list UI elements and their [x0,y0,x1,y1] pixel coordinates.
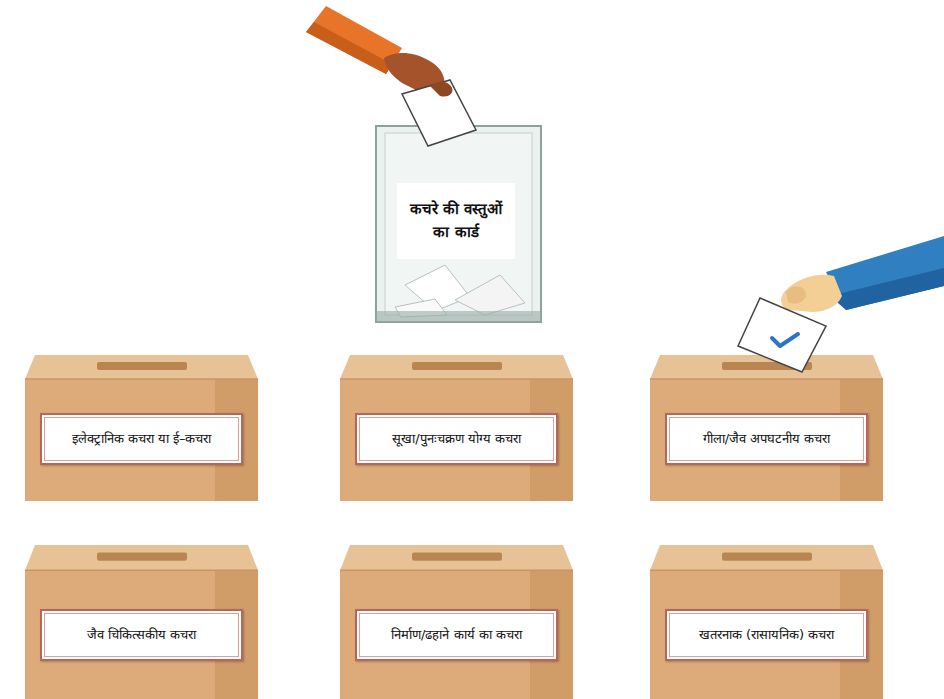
box-edge [650,378,883,380]
bin-box-node: गीला/जैव अपघटनीय कचरा [650,355,883,501]
card-inside [455,275,525,315]
bin-label: गीला/जैव अपघटनीय कचरा [665,413,868,465]
blue-hand [738,236,944,372]
glass-base [376,311,541,322]
skin-hand [781,275,842,312]
thumb [786,286,806,303]
sleeve-shade [830,268,944,310]
sleeve-shade [306,22,392,74]
box-slot [722,362,812,370]
box-slot [412,552,502,560]
box-top [340,545,573,570]
box-front [25,379,258,501]
box-top [340,355,573,379]
bin-label: इलेक्ट्रानिक कचरा या ई–कचरा [40,413,243,465]
bin-label: खतरनाक (रासायनिक) कचरा [665,609,868,661]
box-front [340,570,573,699]
bin-box-node: जैव चिकित्सकीय कचरा [25,545,258,699]
bin-box-node: निर्माण/ढहाने कार्य का कचरा [340,545,573,699]
box-front [25,570,258,699]
box-slot [97,362,187,370]
box-edge [25,570,258,572]
box-front [340,379,573,501]
glass-box-node: कचरे की वस्तुओं का कार्ड [375,125,542,323]
box-top [25,545,258,570]
waste-card [402,80,476,146]
box-top [650,355,883,379]
bin-box-node: इलेक्ट्रानिक कचरा या ई–कचरा [25,355,258,501]
bin-label: जैव चिकित्सकीय कचरा [40,609,243,661]
orange-hand [306,6,476,146]
box-edge [25,378,258,380]
bin-box-node: खतरनाक (रासायनिक) कचरा [650,545,883,699]
bin-label: सूखा/पुनःचक्रण योग्य कचरा [355,413,558,465]
check-mark [772,334,798,346]
waste-card [738,298,826,372]
box-front [650,570,883,699]
box-edge [340,570,573,572]
card-label: कचरे की वस्तुओं का कार्ड [397,183,515,259]
box-top [650,545,883,570]
box-front [650,379,883,501]
box-top [25,355,258,379]
box-slot [97,552,187,560]
bin-box-node: सूखा/पुनःचक्रण योग्य कचरा [340,355,573,501]
orange-sleeve [306,6,402,74]
box-edge [340,378,573,380]
brown-hand [384,53,444,95]
thumb [430,82,452,97]
bin-label: निर्माण/ढहाने कार्य का कचरा [355,609,558,661]
box-slot [722,552,812,560]
box-edge [650,570,883,572]
box-slot [412,362,502,370]
blue-sleeve [826,236,944,310]
glass-body [376,126,541,322]
glass-inner [385,133,532,315]
